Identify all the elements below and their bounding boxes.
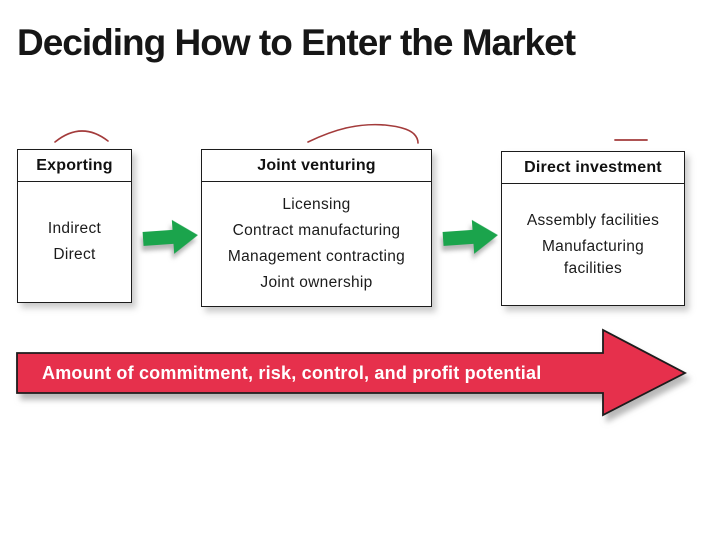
red-banner-arrow-icon <box>16 328 687 417</box>
pen-swoosh-icon <box>307 123 419 144</box>
pen-arc-icon <box>54 130 109 143</box>
box-exporting: Exporting Indirect Direct <box>17 149 132 303</box>
green-right-arrow-icon <box>142 219 198 254</box>
list-item: Joint ownership <box>260 274 373 291</box>
box-joint-venturing-header: Joint venturing <box>202 150 431 182</box>
box-joint-venturing: Joint venturing Licensing Contract manuf… <box>201 149 432 307</box>
pen-annotation-marks <box>54 123 648 144</box>
list-item: Assembly facilities <box>526 211 660 229</box>
list-item: Contract manufacturing <box>232 222 401 239</box>
box-joint-venturing-body: Licensing Contract manufacturing Managem… <box>202 182 431 306</box>
green-right-arrow-icon <box>442 219 498 254</box>
list-item: Licensing <box>282 196 351 213</box>
box-exporting-header: Exporting <box>18 150 131 182</box>
bottom-arrow-label: Amount of commitment, risk, control, and… <box>42 362 542 383</box>
box-exporting-body: Indirect Direct <box>18 182 131 302</box>
list-item: Direct <box>53 246 96 263</box>
list-item: Management contracting <box>227 248 406 265</box>
page-title: Deciding How to Enter the Market <box>17 22 576 63</box>
list-item: Manufacturing facilities <box>541 237 645 277</box>
box-direct-investment-header: Direct investment <box>502 152 684 184</box>
box-direct-investment-body: Assembly facilities Manufacturing facili… <box>502 184 684 305</box>
list-item: Indirect <box>47 220 102 237</box>
box-direct-investment: Direct investment Assembly facilities Ma… <box>501 151 685 306</box>
